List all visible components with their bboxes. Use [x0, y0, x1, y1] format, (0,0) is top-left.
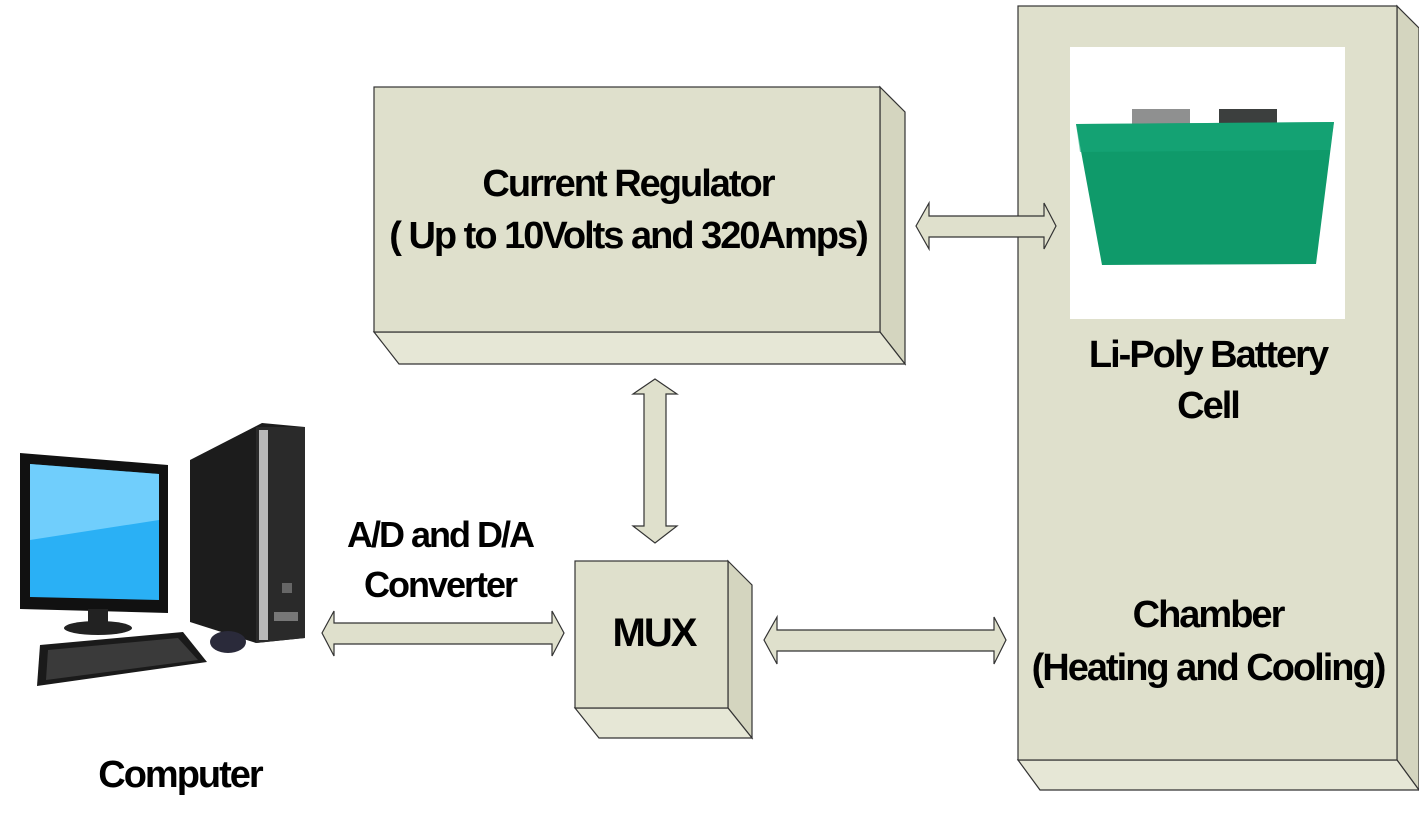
chamber-label-line2: (Heating and Cooling)	[1032, 647, 1385, 689]
battery-tab-left	[1132, 109, 1190, 127]
converter-label-line1: A/D and D/A	[347, 514, 535, 555]
arrow-computer-mux	[321, 610, 565, 657]
computer-tower-front	[256, 427, 305, 643]
chamber-box-bottom	[1016, 759, 1419, 791]
computer-mouse	[210, 631, 246, 653]
chamber-label-line1: Chamber	[1133, 594, 1286, 636]
current-regulator-label: Current Regulator ( Up to 10Volts and 32…	[389, 163, 869, 257]
computer-monitor-base	[64, 621, 132, 635]
current-regulator-box	[372, 85, 907, 366]
battery-pouch	[1076, 122, 1334, 265]
computer-power-button	[282, 583, 292, 593]
mux-side	[727, 559, 753, 740]
chamber-label: Chamber (Heating and Cooling)	[1032, 594, 1387, 689]
mux-front	[574, 560, 729, 709]
battery-label-line2: Cell	[1177, 385, 1239, 427]
battery-tab-right	[1219, 109, 1277, 127]
current-regulator-bottom	[372, 331, 907, 365]
current-regulator-line2: ( Up to 10Volts and 320Amps)	[389, 215, 867, 257]
converter-label: A/D and D/A Converter	[347, 514, 537, 605]
battery-label: Li-Poly Battery Cell	[1089, 334, 1331, 427]
mux-bottom	[573, 707, 754, 739]
computer-tower-stripe	[259, 430, 268, 640]
computer-keyboard-keys	[46, 638, 198, 680]
current-regulator-line1: Current Regulator	[482, 163, 775, 205]
arrow-regulator-mux	[631, 378, 679, 544]
computer-screen-glare	[30, 464, 159, 540]
battery-label-line1: Li-Poly Battery	[1089, 334, 1329, 376]
battery-pouch-highlight	[1076, 122, 1334, 152]
chamber-box-side	[1396, 4, 1419, 792]
battery-image	[1070, 47, 1345, 319]
current-regulator-side	[879, 85, 906, 366]
computer-drive-bay	[274, 612, 298, 621]
converter-label-line2: Converter	[364, 564, 518, 605]
mux-label: MUX	[613, 611, 698, 655]
current-regulator-front	[373, 86, 881, 333]
mux-box	[573, 559, 754, 740]
arrow-mux-chamber	[763, 614, 1007, 665]
desktop-computer-icon	[20, 423, 305, 686]
arrow-regulator-battery	[915, 200, 1057, 252]
computer-label: Computer	[98, 754, 264, 796]
